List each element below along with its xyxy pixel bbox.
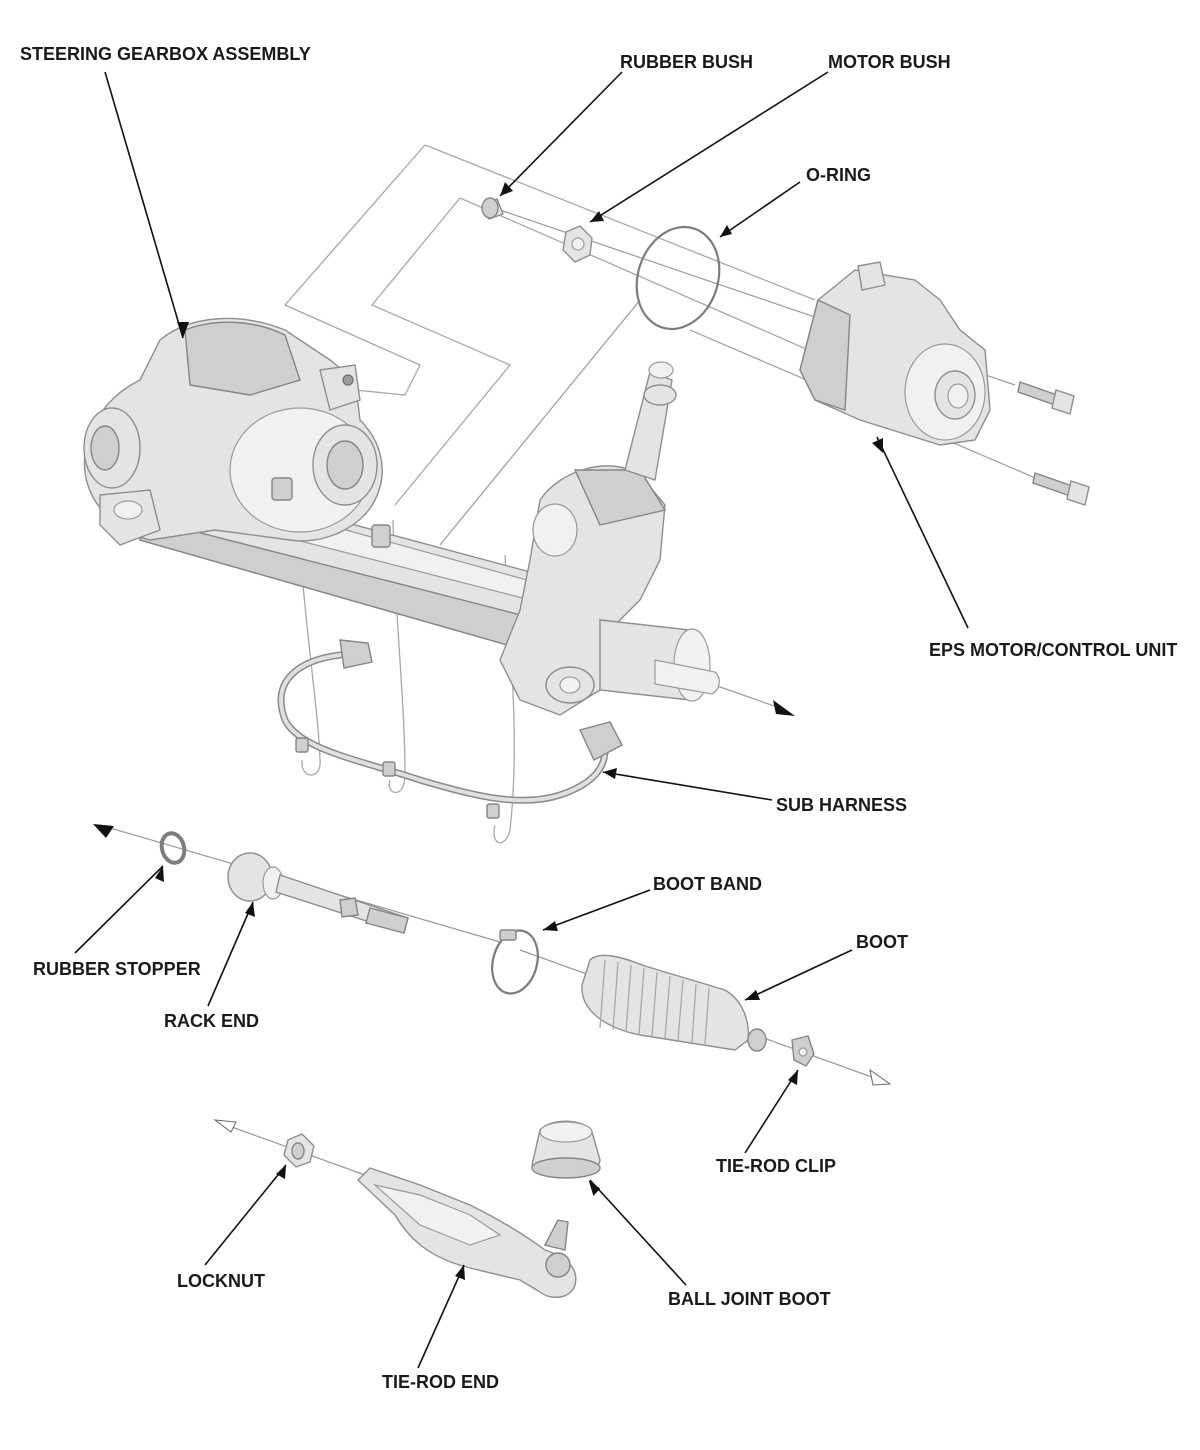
leader-rubber-stopper	[74, 865, 164, 954]
rubber-stopper-illustration	[159, 831, 187, 865]
leader-tie-rod-end	[417, 1264, 465, 1369]
locknut-illustration	[283, 1133, 315, 1168]
label-rack-end: RACK END	[164, 1011, 259, 1031]
leader-locknut	[204, 1164, 287, 1266]
leader-lines	[74, 71, 969, 1369]
label-eps-motor-control-unit: EPS MOTOR/CONTROL UNIT	[929, 640, 1177, 660]
label-locknut: LOCKNUT	[177, 1271, 265, 1291]
leader-ball-joint-boot	[589, 1179, 687, 1286]
leader-tie-rod-clip	[744, 1069, 799, 1154]
label-sub-harness: SUB HARNESS	[776, 795, 907, 815]
leader-sub-harness	[602, 771, 773, 801]
axis-arrowheads	[93, 700, 892, 1133]
motor-bolt-lower	[1032, 472, 1090, 506]
motor-bush-illustration	[562, 225, 593, 263]
callout-labels: STEERING GEARBOX ASSEMBLY RUBBER BUSH MO…	[20, 44, 1177, 1392]
label-motor-bush: MOTOR BUSH	[828, 52, 951, 72]
leader-eps-motor	[876, 436, 969, 629]
sub-harness-illustration	[277, 639, 623, 819]
tie-rod-clip-illustration	[791, 1035, 815, 1067]
leader-motor-bush	[589, 71, 829, 223]
leader-rack-end	[207, 901, 254, 1007]
eps-motor-illustration	[799, 261, 1090, 506]
leader-o-ring	[719, 181, 801, 238]
boot-convolutions	[599, 959, 710, 1045]
label-ball-joint-boot: BALL JOINT BOOT	[668, 1289, 831, 1309]
boot-axis-arrowhead	[869, 1068, 892, 1086]
steering-gearbox-illustration	[83, 317, 720, 716]
rack-end-axis-arrowhead	[93, 824, 114, 838]
rack-end-illustration	[227, 852, 409, 934]
rubber-bush-illustration	[481, 197, 504, 220]
label-rubber-bush: RUBBER BUSH	[620, 52, 753, 72]
leader-boot	[744, 949, 853, 1001]
leader-arrowheads	[155, 182, 883, 1280]
ball-joint-boot-illustration	[531, 1120, 601, 1179]
label-steering-gearbox-assembly: STEERING GEARBOX ASSEMBLY	[20, 44, 311, 64]
tie-rod-end-illustration	[356, 1167, 577, 1298]
label-tie-rod-clip: TIE-ROD CLIP	[716, 1156, 836, 1176]
tie-rod-axis-arrowhead	[213, 1119, 237, 1133]
label-boot-band: BOOT BAND	[653, 874, 762, 894]
leader-rubber-bush	[499, 71, 623, 197]
label-boot: BOOT	[856, 932, 908, 952]
label-o-ring: O-RING	[806, 165, 871, 185]
label-tie-rod-end: TIE-ROD END	[382, 1372, 499, 1392]
leader-boot-band	[542, 889, 651, 931]
rack-axis-arrowhead	[773, 700, 795, 716]
label-rubber-stopper: RUBBER STOPPER	[33, 959, 201, 979]
boot-illustration	[581, 954, 767, 1052]
motor-bolt-upper	[1017, 381, 1075, 415]
boot-band-illustration	[491, 929, 539, 995]
leader-steering-gearbox	[104, 71, 184, 339]
o-ring-illustration	[635, 225, 721, 331]
